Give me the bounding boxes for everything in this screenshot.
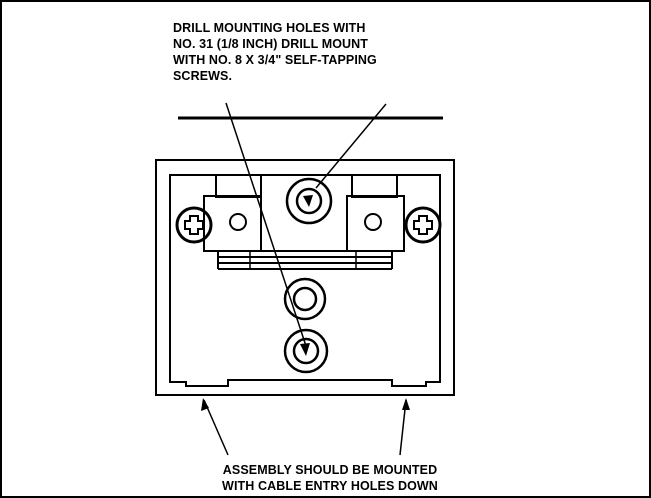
left-terminal (203, 174, 262, 252)
housing-inner (169, 174, 441, 387)
drilling-instructions-line-4: SCREWS. (173, 69, 233, 83)
arrowhead-left-entry-icon (201, 398, 209, 411)
leader-line-left-entry (203, 399, 229, 456)
arrowhead-bottom-hole-icon (300, 343, 310, 356)
right-terminal-screw-icon (404, 206, 442, 244)
drilling-instructions-line-3: WITH NO. 8 X 3/4" SELF-TAPPING (173, 53, 377, 67)
top-mounting-hole-icon (285, 177, 333, 225)
leader-line-top-hole (315, 103, 387, 189)
right-terminal (346, 174, 405, 252)
mounting-orientation-note: ASSEMBLY SHOULD BE MOUNTED WITH CABLE EN… (165, 462, 495, 494)
mounting-orientation-line-1: ASSEMBLY SHOULD BE MOUNTED (222, 463, 438, 477)
drilling-instructions-line-1: DRILL MOUNTING HOLES WITH (173, 21, 366, 35)
drilling-instructions-line-2: NO. 31 (1/8 INCH) DRILL MOUNT (173, 37, 369, 51)
left-terminal-screw-icon (175, 206, 213, 244)
bottom-mounting-hole-icon (283, 328, 329, 374)
arrowhead-right-entry-icon (402, 398, 410, 410)
drilling-instructions: DRILL MOUNTING HOLES WITH NO. 31 (1/8 IN… (173, 20, 473, 84)
mounting-orientation-line-2: WITH CABLE ENTRY HOLES DOWN (222, 479, 438, 493)
bus-bar (217, 250, 393, 270)
housing-outer (155, 159, 455, 396)
middle-hole-icon (283, 277, 327, 321)
leader-line-bottom-hole (225, 102, 307, 347)
arrowhead-top-hole-icon (303, 195, 313, 207)
